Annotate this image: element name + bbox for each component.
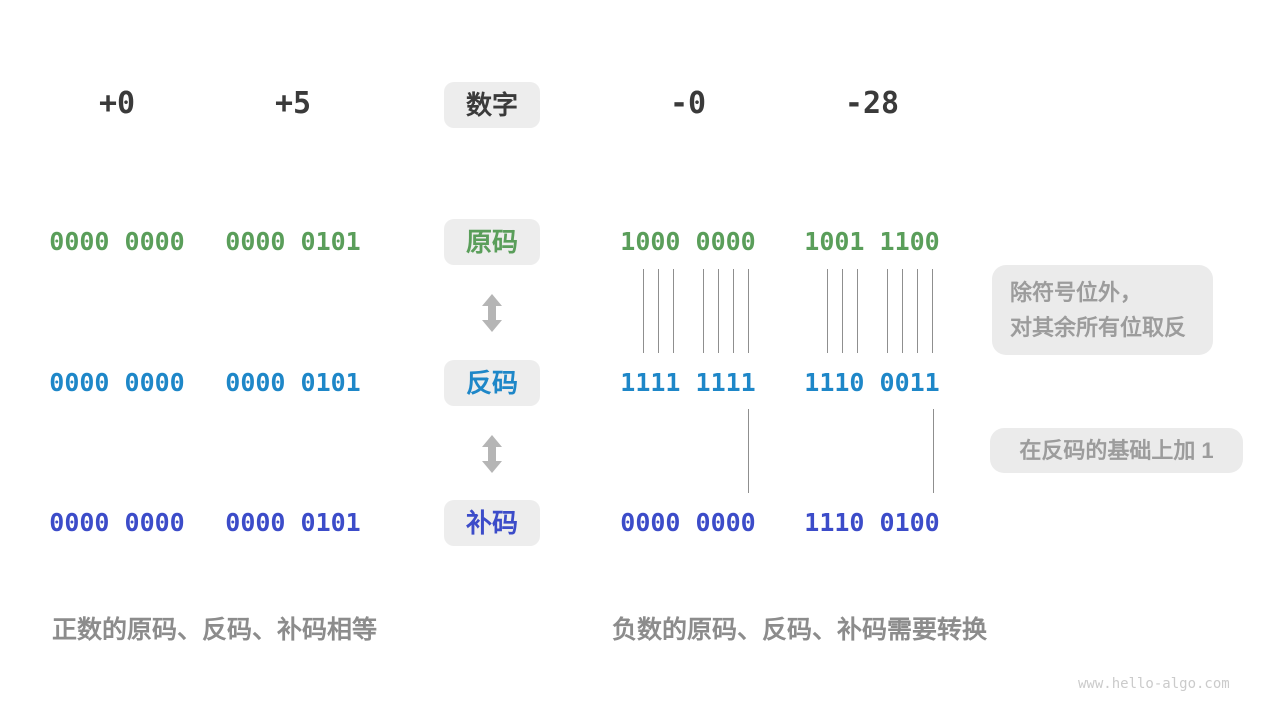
twos-complement-value-minus0: 0000 0000 — [620, 508, 756, 537]
sign-magnitude-value-plus0: 0000 0000 — [49, 227, 185, 256]
ones-complement-tag: 反码 — [444, 360, 540, 406]
sign-magnitude-value-minus28: 1001 1100 — [804, 227, 940, 256]
sign-magnitude-tag: 原码 — [444, 219, 540, 265]
caption-negative-numbers: 负数的原码、反码、补码需要转换 — [612, 616, 988, 644]
updown-arrow-icon — [482, 435, 502, 473]
header-tag-number: 数字 — [444, 82, 540, 128]
caption-positive-numbers: 正数的原码、反码、补码相等 — [52, 616, 378, 644]
annotation-invert-bits: 除符号位外， 对其余所有位取反 — [992, 265, 1213, 355]
bit-invert-connector-lines-minus0 — [643, 269, 749, 353]
add-one-connector-line-minus28 — [933, 409, 934, 493]
twos-complement-tag: 补码 — [444, 500, 540, 546]
ones-complement-value-plus5: 0000 0101 — [225, 368, 361, 397]
header-number-plus5: +5 — [274, 86, 312, 121]
header-number-plus0: +0 — [98, 86, 136, 121]
sign-magnitude-value-plus5: 0000 0101 — [225, 227, 361, 256]
bit-invert-connector-lines-minus28 — [827, 269, 933, 353]
annotation-invert-line2: 对其余所有位取反 — [1010, 315, 1187, 340]
annotation-add-one: 在反码的基础上加 1 — [990, 428, 1243, 473]
sign-magnitude-value-minus0: 1000 0000 — [620, 227, 756, 256]
header-number-minus0: -0 — [669, 86, 707, 121]
twos-complement-value-plus5: 0000 0101 — [225, 508, 361, 537]
ones-complement-value-minus28: 1110 0011 — [804, 368, 940, 397]
ones-complement-value-plus0: 0000 0000 — [49, 368, 185, 397]
updown-arrow-icon — [482, 294, 502, 332]
add-one-connector-line-minus0 — [748, 409, 749, 493]
ones-complement-value-minus0: 1111 1111 — [620, 368, 756, 397]
header-number-minus28: -28 — [844, 86, 900, 121]
annotation-invert-line1: 除符号位外， — [1010, 280, 1143, 305]
watermark-url: www.hello-algo.com — [1078, 676, 1230, 692]
twos-complement-value-minus28: 1110 0100 — [804, 508, 940, 537]
twos-complement-value-plus0: 0000 0000 — [49, 508, 185, 537]
